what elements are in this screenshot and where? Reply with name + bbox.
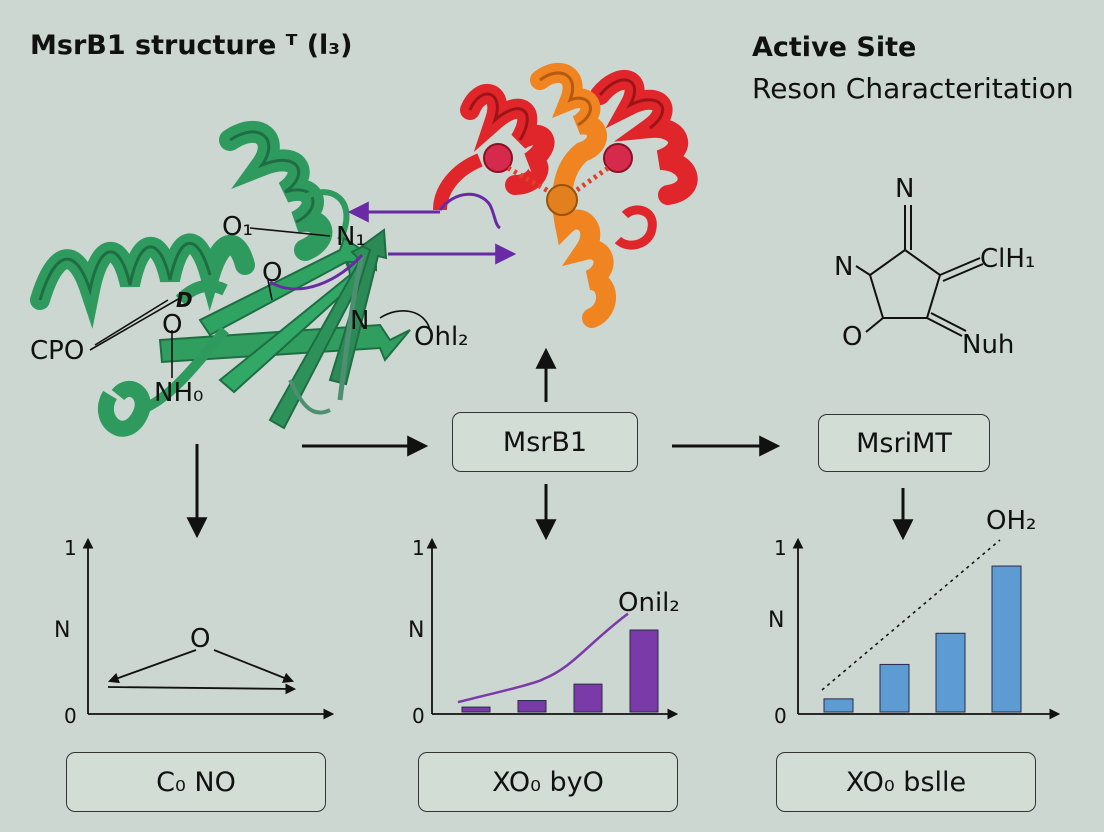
chart-3-trend-dotted [821, 539, 1001, 691]
label-o2: O [262, 258, 283, 288]
label-nh0: NH₀ [154, 378, 204, 408]
chart-1-ylabel: N [54, 618, 71, 643]
label-o3: O [162, 310, 183, 340]
red-helix-right [590, 70, 698, 205]
chart-2-ylabel: N [408, 618, 425, 643]
msrb1-box: MsrB1 [452, 412, 638, 472]
chart-1 [82, 537, 335, 720]
chart-1-arrow-right [213, 649, 295, 683]
chart-2-bar-2 [517, 700, 547, 713]
label-ohl2: Ohl₂ [414, 322, 469, 352]
chart-2-line-label: Onil₂ [618, 588, 680, 618]
msrimt-box: MsriMT [818, 414, 990, 472]
purple-arrows [269, 192, 517, 291]
chart-1-ytick-bottom: 0 [64, 704, 77, 728]
green-strand-5 [328, 228, 388, 386]
flow-arrows [186, 347, 914, 541]
chart-3-bar-1 [823, 698, 854, 713]
red-helix-left [460, 84, 555, 195]
chart-2-bar-4 [629, 629, 659, 713]
chart-3-ylabel: N [768, 608, 785, 633]
chart-1-arrow-left [107, 649, 197, 684]
active-site-title: Active Site [752, 32, 917, 63]
chart-2-ytick-bottom: 0 [412, 704, 425, 728]
molecule-ring [855, 205, 984, 337]
molecule-n-top: N [895, 174, 915, 204]
chart-1-annotation: O [190, 624, 211, 654]
green-protein-structure [30, 120, 411, 437]
bottom-left-box: C₀ NO [66, 752, 326, 812]
label-o1: O₁ [222, 212, 253, 242]
label-n1: N₁ [336, 222, 366, 252]
orange-sphere-center [546, 184, 578, 216]
chart-3-line-label: OH₂ [986, 506, 1037, 536]
molecule-n-left: N [834, 252, 854, 282]
chart-3-ytick-top: 1 [774, 536, 787, 560]
red-sphere-left [483, 143, 513, 173]
molecule-clh1: ClH₁ [980, 244, 1036, 274]
chart-3-bar-3 [935, 632, 966, 713]
structure-title: MsrB1 structure ᵀ (l₃) [30, 30, 353, 61]
chart-2-ytick-top: 1 [412, 536, 425, 560]
active-site-subtitle: Reson Characteritation [752, 72, 1074, 105]
chart-2 [426, 537, 679, 720]
structure-bond-lines [89, 227, 431, 378]
label-d: D [176, 288, 193, 312]
chart-2-bar-1 [461, 706, 491, 713]
label-cpo: CPO [30, 336, 85, 366]
chart-3-ytick-bottom: 0 [774, 704, 787, 728]
label-n2: N [350, 306, 370, 336]
bottom-center-box: XO₀ byO [418, 752, 678, 812]
chart-1-arrow-baseline [107, 683, 297, 695]
molecule-o: O [842, 322, 863, 352]
green-helix-bottom [97, 381, 151, 437]
bottom-right-box: XO₀ bslle [776, 752, 1036, 812]
active-site-structure [433, 63, 698, 328]
chart-3-bar-4 [991, 565, 1022, 713]
chart-2-trend-line [457, 612, 629, 704]
chart-2-bar-3 [573, 683, 603, 713]
red-sphere-right [603, 143, 633, 173]
chart-3-bar-2 [879, 663, 910, 713]
chart-3 [792, 537, 1061, 720]
molecule-nuh: Nuh [962, 330, 1015, 360]
chart-1-ytick-top: 1 [64, 536, 77, 560]
